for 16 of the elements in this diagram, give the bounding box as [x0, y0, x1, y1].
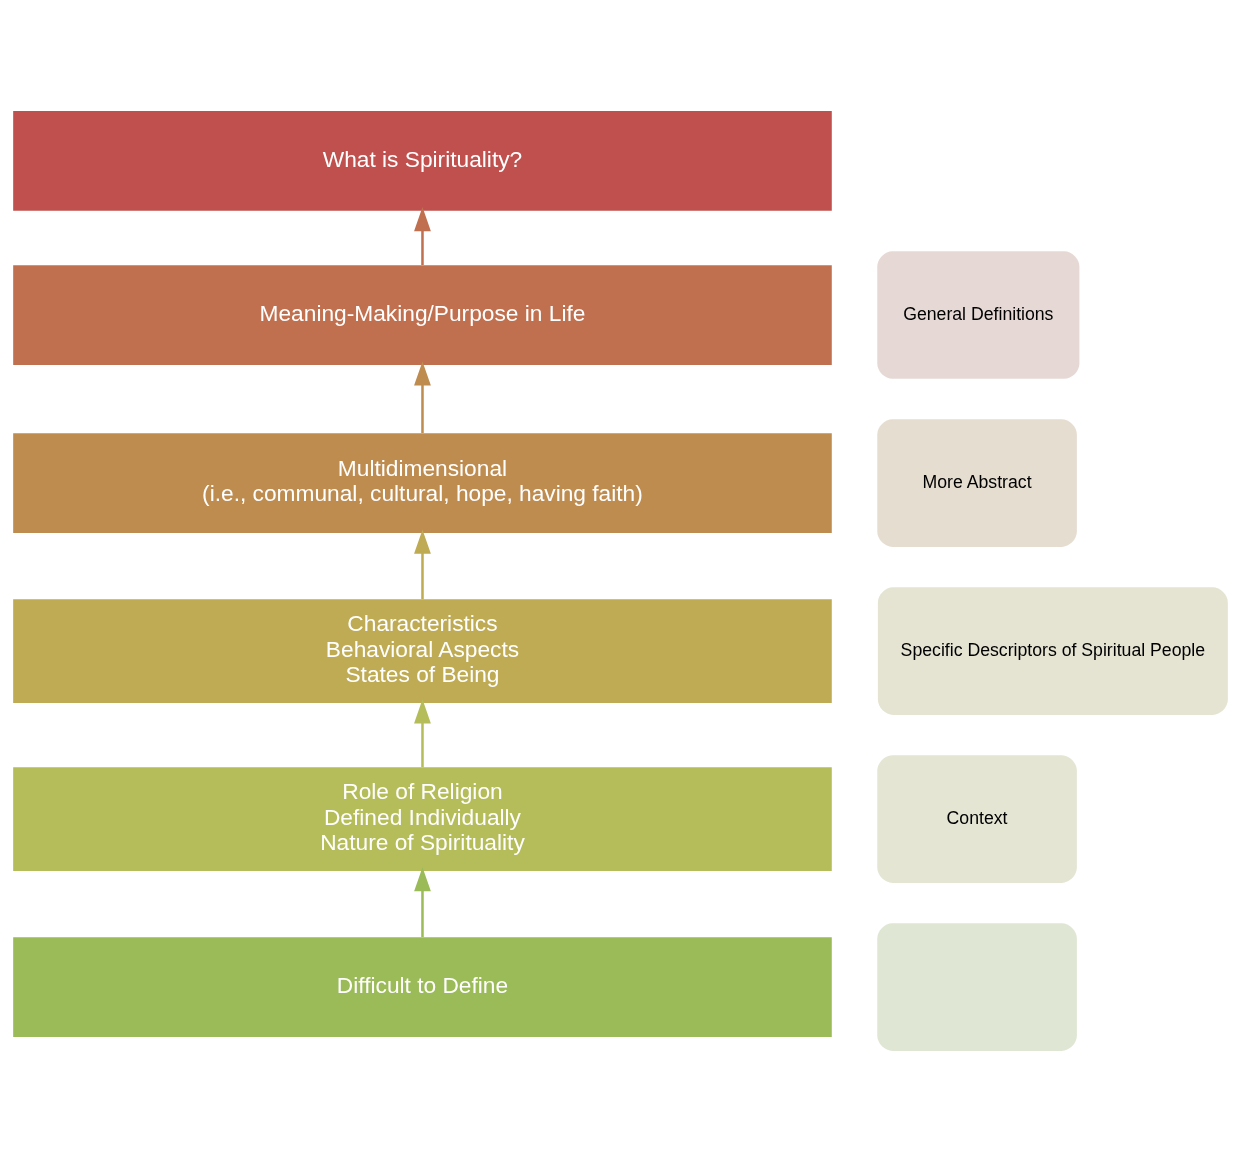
node-box: More Abstract [877, 419, 1077, 547]
node-box: Role of Religion Defined Individually Nature of Spirituality [13, 767, 832, 871]
arrow [414, 207, 431, 265]
node-box: General Definitions [877, 251, 1080, 379]
node-box: What is Spirituality? [13, 111, 832, 211]
node-box [877, 923, 1077, 1051]
node-box: Characteristics Behavioral Aspects States of Being [13, 599, 832, 703]
node-box: Difficult to Define [13, 937, 832, 1038]
arrow [414, 867, 431, 938]
arrow [414, 361, 431, 434]
arrow [414, 529, 431, 600]
node-box: Meaning-Making/Purpose in Life [13, 265, 832, 365]
node-box: Multidimensional (i.e., communal, cultural, hope, having faith) [13, 433, 832, 533]
arrow [414, 699, 431, 768]
node-box: Specific Descriptors of Spiritual People [877, 587, 1228, 715]
node-box: Context [877, 755, 1077, 883]
